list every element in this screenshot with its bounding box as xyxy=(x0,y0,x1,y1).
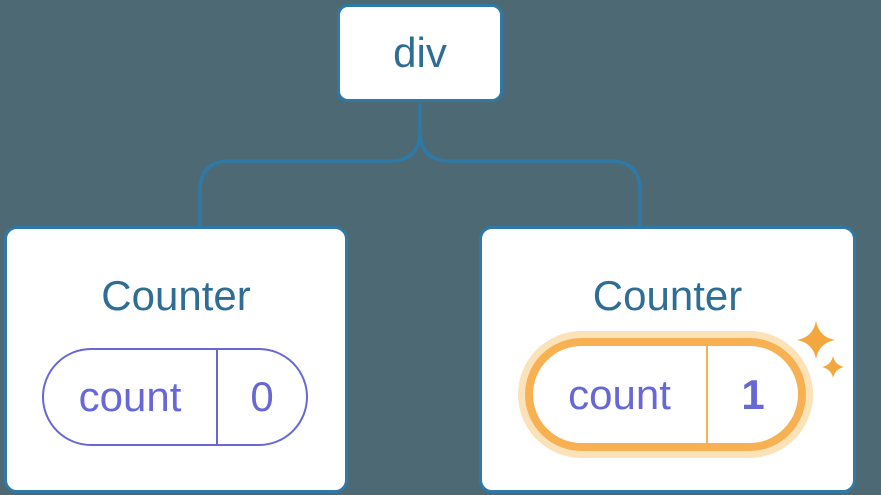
connector-branch-right xyxy=(418,103,642,227)
root-node-label: div xyxy=(393,29,447,76)
counter-card-left: Counter count 0 xyxy=(4,226,348,493)
counter-card-right: Counter count 1 xyxy=(479,226,856,493)
root-node-div: div xyxy=(337,4,503,102)
counter-title: Counter xyxy=(592,272,743,319)
state-value: 0 xyxy=(250,373,274,420)
counter-title: Counter xyxy=(101,272,251,319)
connector-branch-left xyxy=(198,103,422,227)
state-value: 1 xyxy=(741,370,765,418)
state-pill: count 0 xyxy=(42,348,308,446)
state-key: count xyxy=(533,346,708,443)
state-pill-highlighted: count 1 xyxy=(525,338,806,451)
state-key: count xyxy=(44,350,218,444)
